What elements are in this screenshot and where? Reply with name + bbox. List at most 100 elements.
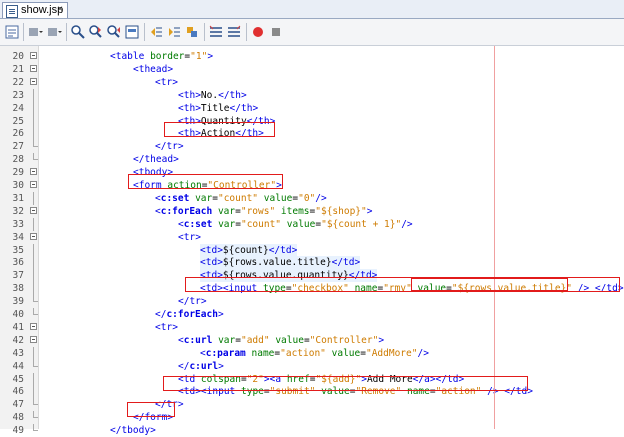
line-number: 29 (12, 167, 24, 179)
shift-right-icon[interactable] (166, 24, 182, 40)
fold-collapse-icon[interactable] (30, 52, 37, 59)
code-line[interactable]: 29 <tbody> (0, 166, 624, 179)
fold-collapse-icon[interactable] (30, 232, 37, 240)
fold-guide-line (33, 256, 34, 270)
code-text: </tr> (155, 141, 184, 153)
line-number: 42 (12, 334, 24, 346)
code-text: <tbody> (133, 167, 174, 179)
toolbar-separator (66, 23, 67, 41)
code-line[interactable]: 21<thead> (0, 63, 624, 76)
code-line[interactable]: 32<c:forEach var="rows" items="${shop}"> (0, 205, 624, 218)
toggle-highlight-icon[interactable] (124, 24, 140, 40)
code-line[interactable]: 24<th>Title</th> (0, 101, 624, 115)
fold-guide-line (33, 385, 34, 399)
fold-guide-line (33, 88, 34, 102)
dropdown-forward-icon[interactable] (46, 24, 62, 40)
line-number: 40 (12, 309, 24, 320)
code-line[interactable]: 33 <c:set var="count" value="${count + 1}… (0, 217, 624, 231)
tab-label: show.jsp (21, 4, 64, 16)
toggle-bookmark-icon[interactable] (184, 24, 200, 40)
line-number: 23 (12, 89, 24, 101)
code-text: <td><input type="submit" value="Remove" … (178, 386, 533, 398)
code-line[interactable]: 45<td colspan="2"><a href="${add}">Add M… (0, 372, 624, 386)
code-line[interactable]: 46<td><input type="submit" value="Remove… (0, 385, 624, 399)
fold-collapse-icon[interactable] (30, 206, 37, 214)
highlight-box-form-open (128, 174, 283, 189)
code-line[interactable]: 20<table border="1"> (0, 50, 624, 63)
line-number: 26 (12, 128, 24, 140)
highlight-box-value-attr (411, 278, 568, 291)
line-number: 33 (12, 218, 24, 230)
code-text: </tr> (155, 399, 184, 411)
code-line[interactable]: 31 <c:set var="count" value="0"/> (0, 191, 624, 205)
fold-collapse-icon[interactable] (30, 322, 37, 330)
source-view-icon[interactable] (4, 24, 20, 40)
uncomment-icon[interactable] (226, 24, 242, 40)
code-line[interactable]: 38 <td><input type="checkbox" name="rmv" … (0, 282, 624, 296)
code-text: </form> (133, 412, 174, 424)
find-icon[interactable] (70, 24, 86, 40)
tab-show-jsp[interactable]: show.jsp × (2, 2, 68, 18)
fold-guide-line (33, 269, 34, 283)
code-text: <table border="1"> (110, 51, 214, 62)
line-number: 31 (12, 192, 24, 204)
code-text: <td><input type="checkbox" name="rmv" va… (200, 283, 624, 295)
code-line[interactable]: 23 <th>No.</th> (0, 88, 624, 102)
code-text: <c:set var="count" value="${count + 1}"/… (178, 218, 413, 230)
code-line[interactable]: 25<th>Quantity</th> (0, 114, 624, 128)
code-line[interactable]: 27 </tr> (0, 140, 624, 153)
code-editor[interactable]: 20<table border="1">21<thead>22 <tr> 23 <th… (0, 46, 624, 436)
record-macro-icon[interactable] (250, 24, 266, 40)
code-line[interactable]: 42<c:url var="add" value="Controller"> (0, 334, 624, 347)
fold-collapse-icon[interactable] (30, 335, 37, 343)
code-text: <td colspan="2"><a href="${add}">Add Mor… (178, 373, 465, 385)
line-number: 27 (12, 141, 24, 153)
code-text: <tr> (178, 231, 201, 243)
code-line[interactable]: 49</tbody> (0, 424, 624, 437)
code-line[interactable]: 43<c:param name="action" value="AddMore"… (0, 346, 624, 360)
code-line[interactable]: 47</tr> (0, 398, 624, 411)
code-text: <c:set var="count" value="0"/> (155, 192, 327, 204)
code-line[interactable]: 48</form> (0, 411, 624, 424)
code-line[interactable]: 26<th>Action</th> (0, 127, 624, 141)
fold-collapse-icon[interactable] (30, 64, 37, 72)
code-text: <c:param name="action" value="AddMore"/> (200, 347, 429, 359)
code-line[interactable]: 41<tr> (0, 321, 624, 334)
code-line[interactable]: 39</tr> (0, 295, 624, 308)
code-line[interactable]: 40</c:forEach> (0, 308, 624, 321)
close-icon[interactable]: × (57, 4, 63, 15)
code-text: </c:url> (178, 360, 224, 372)
fold-collapse-icon[interactable] (30, 181, 37, 188)
fold-guide-line (33, 191, 34, 205)
find-prev-icon[interactable] (88, 24, 104, 40)
fold-collapse-icon[interactable] (30, 77, 37, 85)
code-text: <th>No.</th> (178, 89, 247, 101)
fold-guide-line (33, 372, 34, 386)
stop-macro-icon[interactable] (268, 24, 284, 40)
comment-icon[interactable] (208, 24, 224, 40)
dropdown-back-icon[interactable] (27, 24, 43, 40)
line-number: 38 (12, 283, 24, 295)
code-line[interactable]: 35<td>${count}</td> (0, 243, 624, 257)
fold-end-marker (33, 308, 38, 315)
code-line[interactable]: 34<tr> (0, 231, 624, 244)
line-number: 25 (12, 115, 24, 127)
code-line[interactable]: 28</thead> (0, 153, 624, 166)
code-text: <tr> (155, 76, 178, 88)
code-line[interactable]: 30<form action="Controller"> (0, 179, 624, 192)
highlight-box-action-header (164, 122, 275, 137)
code-line[interactable]: 37<td>${rows.value.quantity}</td> (0, 269, 624, 283)
fold-guide-line (33, 101, 34, 115)
code-line[interactable]: 44</c:url> (0, 359, 624, 373)
line-number: 35 (12, 244, 24, 256)
highlight-box-submit-row (163, 376, 528, 391)
find-next-icon[interactable] (106, 24, 122, 40)
fold-guide-line (33, 243, 34, 257)
shift-left-icon[interactable] (148, 24, 164, 40)
line-number: 22 (12, 76, 24, 88)
code-text: </tr> (178, 296, 207, 308)
code-line[interactable]: 36<td>${rows.value.title}</td> (0, 256, 624, 270)
code-text: <th>Title</th> (178, 102, 259, 114)
fold-collapse-icon[interactable] (30, 168, 37, 176)
code-line[interactable]: 22 <tr> (0, 76, 624, 89)
